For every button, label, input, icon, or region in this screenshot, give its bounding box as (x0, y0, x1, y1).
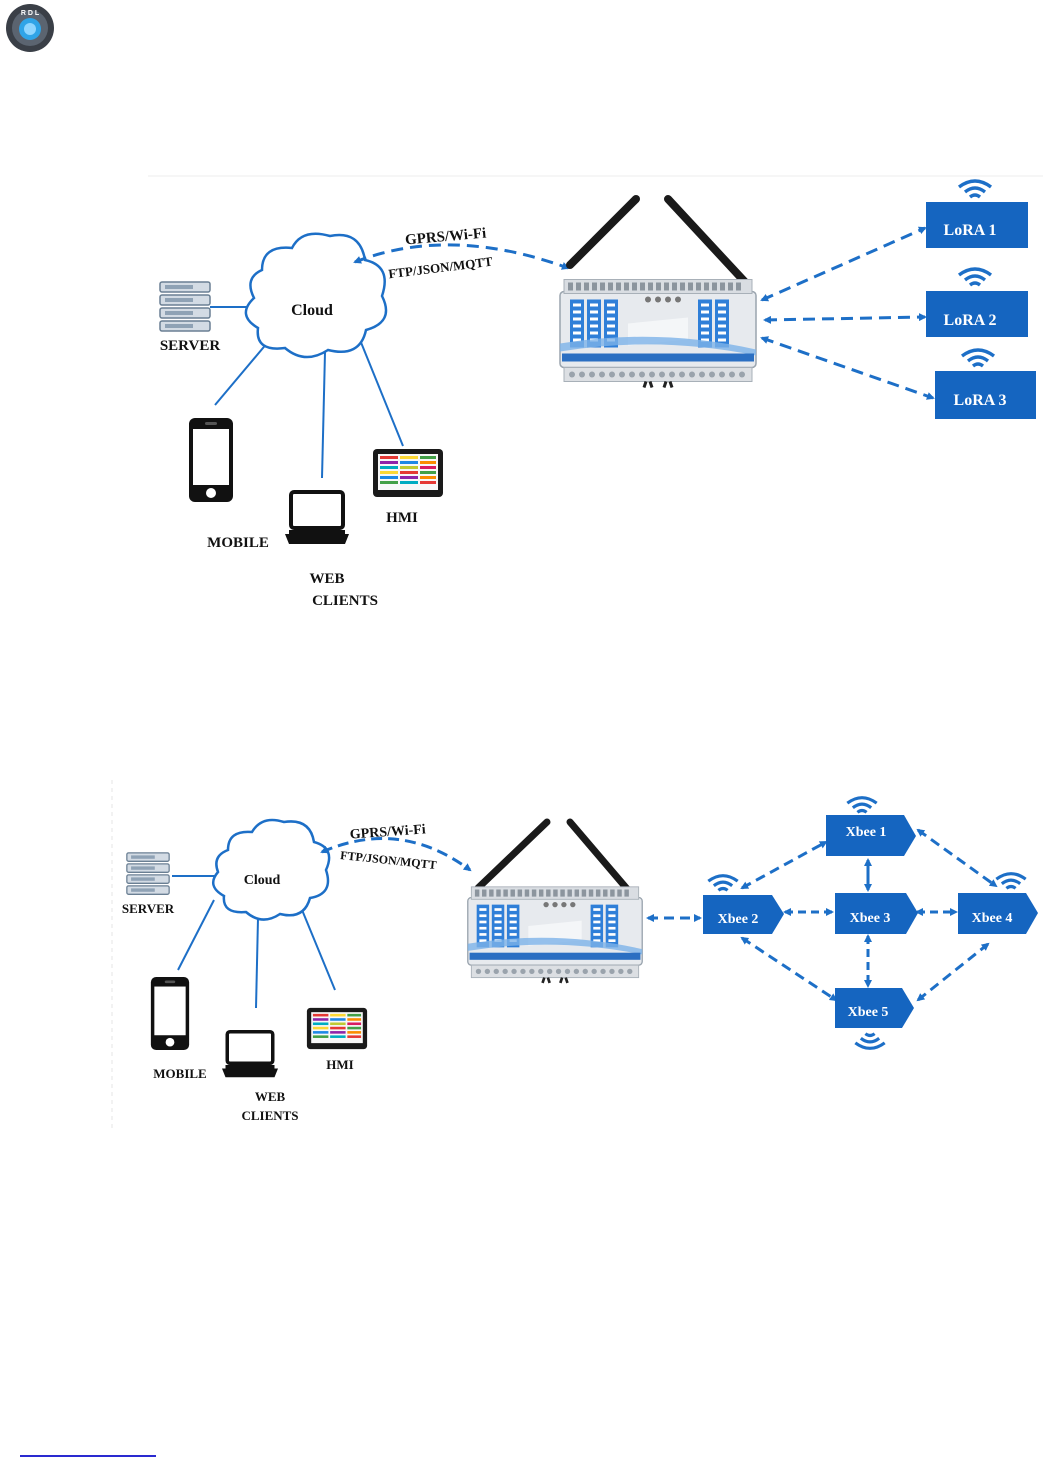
wifi-icon (957, 179, 993, 199)
hmi-label: HMI (386, 510, 418, 526)
diagram-xbee: Cloud SERVER MOBILE WEB CLIENTS HMI GPRS… (111, 780, 1038, 1130)
footnote-separator (20, 1455, 156, 1457)
mobile-icon (189, 418, 233, 502)
xbee-node-2-label: Xbee 2 (718, 912, 759, 927)
xbee-node-1 (826, 815, 916, 856)
antenna-icon (566, 195, 640, 269)
cloud-icon (244, 232, 388, 359)
lora-node-1-label: LoRA 1 (944, 222, 997, 239)
lora-node-2-label: LoRA 2 (944, 312, 997, 329)
xbee-node-5-label: Xbee 5 (848, 1005, 889, 1020)
protocol-label-bottom: FTP/JSON/MQTT (388, 254, 494, 282)
data-logger-device (558, 277, 758, 390)
lora-node-3 (935, 371, 1036, 419)
server-icon (126, 852, 170, 895)
server-icon (159, 281, 211, 332)
hmi-icon (373, 449, 443, 497)
wifi-icon (706, 874, 740, 892)
diagram-lora: Cloud SERVER MOBILE WEB CLIENTS HMI GPRS… (148, 175, 1043, 609)
xbee-node-4-label: Xbee 4 (972, 911, 1013, 926)
web-clients-label-line2: CLIENTS (241, 1108, 298, 1123)
protocol-label-top: GPRS/Wi-Fi (349, 822, 426, 842)
wifi-icon (957, 267, 993, 287)
xbee-node-1-label: Xbee 1 (846, 825, 887, 840)
cloud-logger-link (320, 837, 472, 872)
cloud-icon (211, 818, 331, 921)
xbee-node-5 (835, 988, 914, 1028)
mobile-label: MOBILE (153, 1066, 206, 1081)
svg-text:R D L: R D L (21, 10, 40, 17)
antenna-icon (566, 818, 632, 894)
hmi-label: HMI (326, 1057, 353, 1072)
xbee-node-3 (835, 893, 918, 934)
protocol-label-bottom: FTP/JSON/MQTT (340, 848, 438, 872)
wifi-icon (853, 1032, 887, 1050)
xbee-node-3-label: Xbee 3 (850, 911, 891, 926)
laptop-icon (222, 1030, 278, 1079)
cloud-label: Cloud (244, 873, 281, 888)
protocol-label-top: GPRS/Wi-Fi (404, 225, 486, 248)
cloud-label: Cloud (291, 302, 333, 319)
laptop-icon (285, 490, 349, 546)
lora-node-1 (926, 202, 1028, 248)
wifi-icon (994, 872, 1028, 890)
antenna-icon (474, 818, 551, 892)
xbee-node-2 (703, 895, 784, 934)
web-clients-label-line2: CLIENTS (312, 593, 378, 609)
wifi-icon (845, 796, 879, 814)
cloud-logger-link (353, 243, 570, 270)
wifi-icon (960, 348, 996, 368)
hmi-icon (306, 1007, 368, 1050)
rdl-logo-icon: R D L (6, 4, 54, 52)
xbee-node-4 (958, 893, 1038, 934)
web-clients-label-line1: WEB (309, 571, 344, 587)
web-clients-label-line1: WEB (255, 1089, 286, 1104)
antenna-icon (664, 195, 749, 286)
server-label: SERVER (122, 901, 175, 916)
lora-node-3-label: LoRA 3 (954, 392, 1007, 409)
lora-node-2 (926, 291, 1028, 337)
mobile-icon (150, 976, 190, 1051)
mobile-label: MOBILE (207, 535, 269, 551)
data-logger-device (466, 885, 644, 985)
server-label: SERVER (160, 338, 220, 354)
